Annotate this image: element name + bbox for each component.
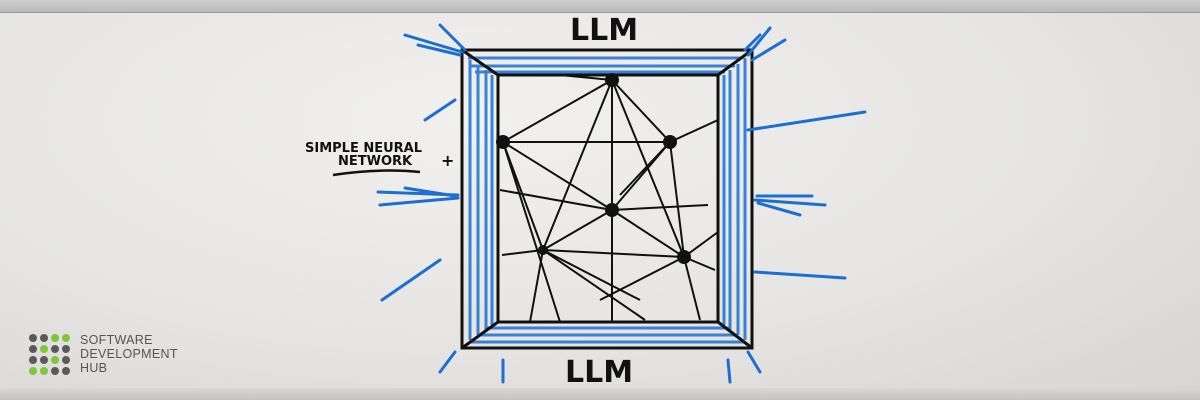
logo-line1: SOFTWARE	[80, 333, 153, 347]
node	[538, 245, 548, 255]
bottom-llm-label: LLM	[565, 355, 633, 390]
network-edges	[499, 74, 719, 323]
annotation-underline	[332, 169, 421, 177]
top-llm-label: LLM	[570, 13, 638, 48]
node	[605, 203, 619, 217]
node	[677, 250, 691, 264]
node	[663, 135, 677, 149]
node	[605, 73, 619, 87]
software-development-hub-logo: SOFTWARE DEVELOPMENT HUB	[28, 333, 178, 375]
logo-line2: DEVELOPMENT	[80, 347, 178, 361]
logo-dots-icon	[29, 334, 70, 375]
logo-line3: HUB	[80, 361, 108, 375]
whiteboard-top-rail	[0, 0, 1200, 13]
whiteboard-bottom-rail	[0, 388, 1200, 400]
blue-arrows	[376, 23, 867, 384]
network-nodes	[496, 73, 691, 264]
plus-sign: +	[441, 151, 454, 170]
annotation-line1: SIMPLE NEURAL	[305, 141, 422, 156]
annotation-line2: NETWORK	[338, 154, 413, 169]
frame-blue-shading	[468, 56, 747, 344]
node	[496, 135, 510, 149]
